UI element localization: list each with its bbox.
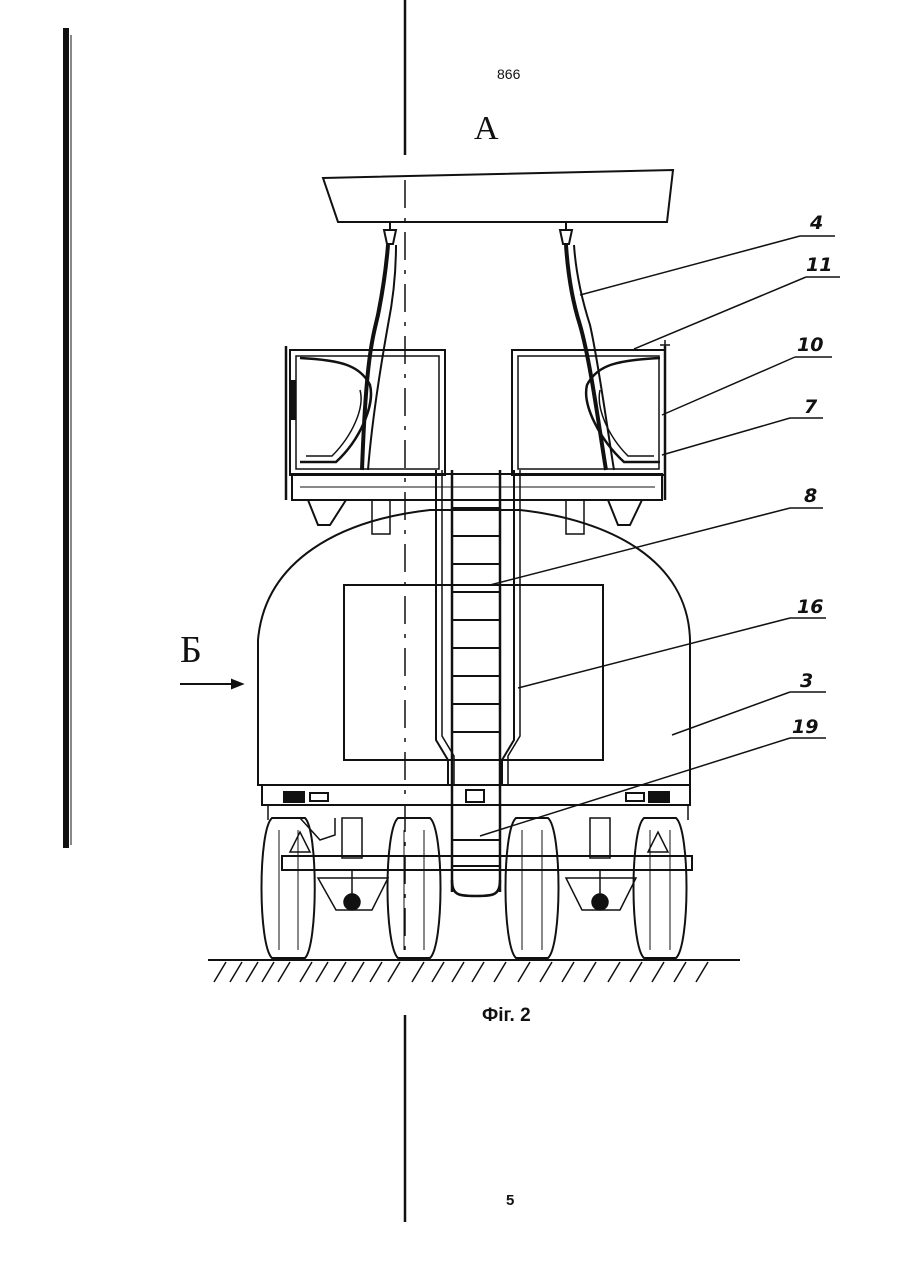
callout-11: 11	[806, 254, 832, 276]
wheel-left-outer	[262, 818, 315, 958]
leader-lines	[480, 236, 840, 836]
wheel-right-outer	[634, 818, 687, 958]
view-label-a: А	[474, 110, 499, 148]
figure-caption: Фіг. 2	[482, 1005, 531, 1027]
hanger-left	[362, 222, 396, 470]
page-number-top: 866	[497, 66, 520, 82]
callout-7: 7	[804, 396, 817, 418]
callout-4: 4	[810, 212, 823, 234]
ladder	[436, 470, 520, 896]
view-label-b: Б	[180, 628, 202, 672]
wheel-left-inner	[388, 818, 441, 958]
tank-panel	[344, 585, 603, 760]
callout-3: 3	[800, 670, 813, 692]
ground-line	[208, 960, 740, 982]
callout-19: 19	[792, 716, 818, 738]
wheel-right-inner	[506, 818, 559, 958]
page-footer-number: 5	[506, 1192, 514, 1209]
callout-8: 8	[804, 485, 817, 507]
hanger-right	[560, 222, 614, 470]
boom-beam	[323, 170, 673, 222]
callout-10: 10	[797, 334, 823, 356]
callout-16: 16	[797, 596, 823, 618]
scan-edge-bar	[63, 28, 69, 848]
bin-left	[286, 346, 445, 525]
view-arrow-b	[180, 680, 242, 688]
